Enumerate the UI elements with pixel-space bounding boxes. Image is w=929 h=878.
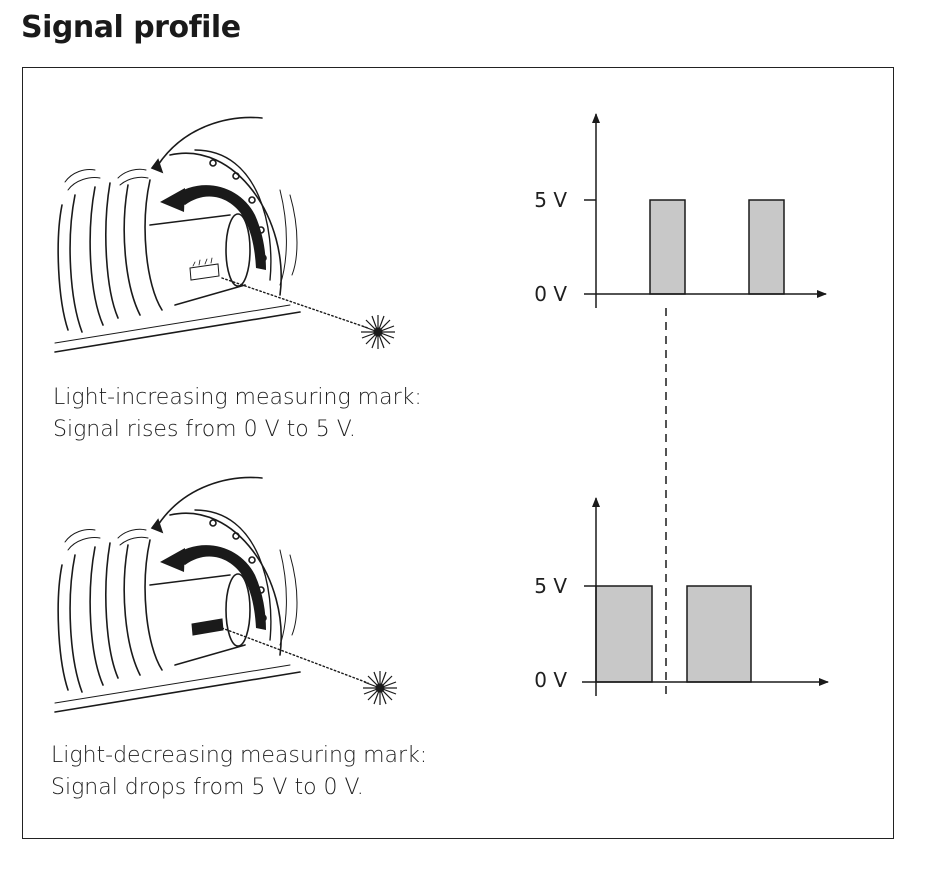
y-tick-label-5v: 5 V	[534, 188, 567, 212]
caption-light-decreasing: Light-decreasing measuring mark: Signal …	[51, 740, 427, 804]
shaft-illustration-light-increasing	[54, 116, 369, 353]
signal-pulse	[748, 199, 785, 295]
diagram-frame	[22, 67, 894, 839]
caption-line-1: Light-decreasing measuring mark:	[51, 743, 428, 768]
page-title: Signal profile	[21, 10, 241, 45]
y-tick-label-0v: 0 V	[534, 282, 567, 306]
signal-plot-light-increasing: 5 V 0 V	[534, 113, 827, 308]
signal-pulse	[686, 585, 752, 683]
signal-plot-light-decreasing: 5 V 0 V	[534, 497, 829, 696]
caption-line-2: Signal rises from 0 V to 5 V.	[53, 417, 356, 442]
caption-line-2: Signal drops from 5 V to 0 V.	[51, 775, 364, 800]
y-tick-label-0v: 0 V	[534, 668, 567, 692]
light-source-icon	[361, 315, 395, 349]
light-source-icon	[363, 671, 397, 705]
y-tick-label-5v: 5 V	[534, 574, 567, 598]
shaft-illustration-light-decreasing	[54, 476, 369, 713]
signal-pulse	[649, 199, 686, 295]
caption-line-1: Light-increasing measuring mark:	[53, 385, 422, 410]
caption-light-increasing: Light-increasing measuring mark: Signal …	[53, 382, 422, 446]
signal-pulse	[595, 585, 653, 683]
